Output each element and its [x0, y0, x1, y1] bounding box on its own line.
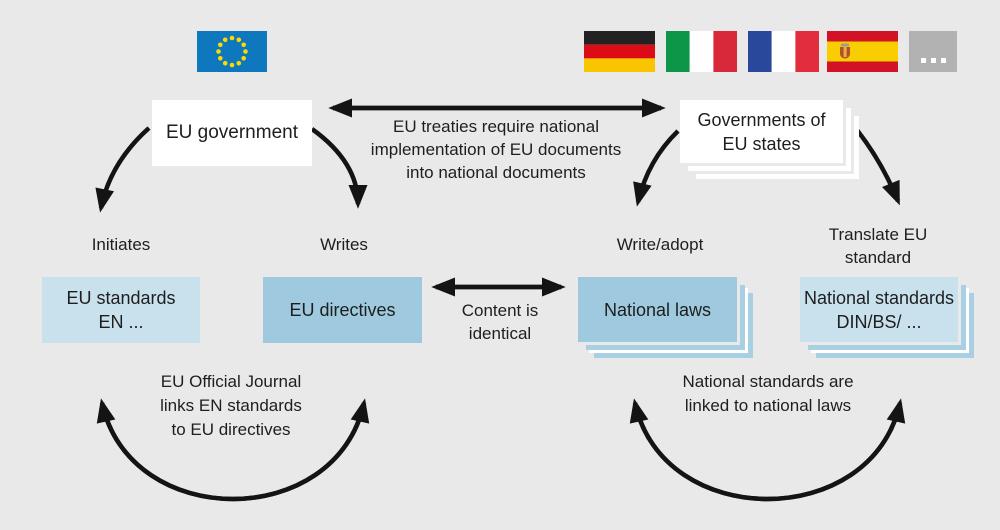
treaties-note-label: EU treaties require national implementat…: [370, 117, 622, 182]
italy-flag-icon: [666, 31, 737, 72]
arc-official-journal-right: [99, 398, 370, 502]
arrow-writes: [310, 127, 368, 209]
ellipsis-dot: [920, 58, 926, 63]
arc-national-links-right: [632, 398, 906, 502]
arrow-initiates: [95, 126, 151, 213]
content-identical-label: Content is identical: [461, 301, 539, 343]
national-standards-box: National standards DIN/BS/ ...: [800, 277, 958, 342]
national-links-label: National standards are linked to nationa…: [682, 372, 854, 415]
national-laws-box: National laws: [578, 277, 737, 342]
initiates-label: Initiates: [91, 235, 151, 254]
eu-flag-icon: [197, 31, 267, 72]
spain-coat-of-arms: [840, 43, 850, 59]
france-flag-icon: [748, 31, 819, 72]
arrow-write-adopt: [633, 129, 680, 207]
more-states-icon: [909, 31, 957, 72]
eu-directives-box: EU directives: [263, 277, 422, 343]
arrow-translate: [855, 128, 901, 206]
translate-eu-standard-label: Translate EU standard: [828, 225, 928, 267]
official-journal-label: EU Official Journal links EN standards t…: [160, 372, 302, 439]
spain-flag-icon: [827, 31, 898, 72]
eu-government-box: EU government: [152, 100, 312, 166]
ellipsis-dot: [930, 58, 936, 63]
ellipsis-dot: [940, 58, 946, 63]
germany-flag-icon: [584, 31, 655, 72]
write-adopt-label: Write/adopt: [616, 235, 704, 254]
eu-standards-box: EU standards EN ...: [42, 277, 200, 343]
writes-label: Writes: [320, 235, 368, 254]
governments-of-eu-states-box: Governments of EU states: [680, 100, 843, 163]
